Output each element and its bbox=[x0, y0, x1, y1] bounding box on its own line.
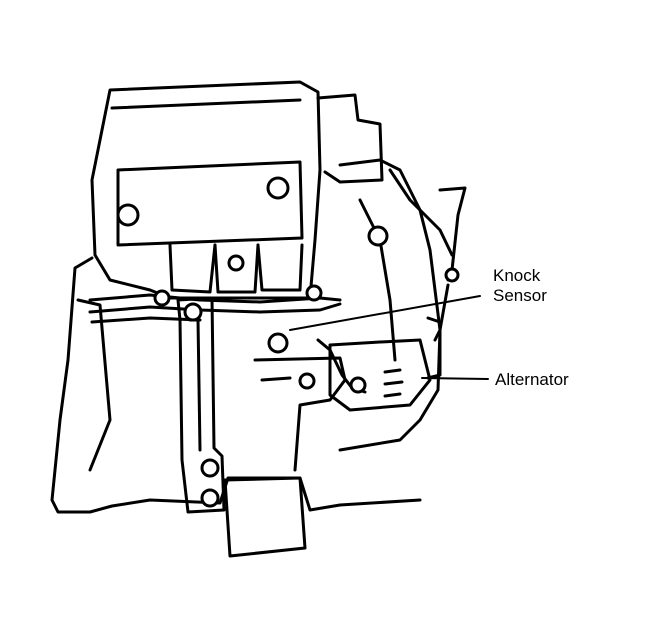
upper-housing-ridge bbox=[110, 98, 302, 110]
alternator-label: Alternator bbox=[495, 370, 569, 389]
wire-harness bbox=[88, 293, 342, 304]
knock-sensor-label-line2: Sensor bbox=[493, 286, 547, 305]
housing-lobe-3 bbox=[256, 243, 304, 292]
bolt-middle bbox=[298, 372, 316, 390]
bolt-housing-right bbox=[266, 176, 290, 200]
bolt-harness-left bbox=[153, 289, 171, 307]
bolt-strap-top bbox=[183, 302, 203, 322]
side-bracket bbox=[316, 93, 384, 184]
bolt-housing-center bbox=[227, 254, 245, 272]
dipstick-line bbox=[388, 168, 454, 257]
middle-block-edge bbox=[260, 376, 292, 382]
bolt-right-housing bbox=[367, 225, 389, 247]
bolt-strap-lower bbox=[200, 458, 220, 478]
knock-sensor-label: Knock Sensor bbox=[493, 266, 547, 306]
bolt-alternator bbox=[349, 376, 367, 394]
mount-strap bbox=[176, 296, 226, 514]
engine-block-outline bbox=[50, 256, 422, 514]
knock-sensor-icon bbox=[267, 332, 289, 354]
alternator-leader-line bbox=[421, 377, 489, 380]
wire-harness-lower bbox=[88, 302, 342, 314]
knock-sensor-leader-line bbox=[289, 295, 481, 331]
mount-strap-inner bbox=[188, 318, 202, 452]
housing-lobe-2 bbox=[213, 243, 260, 294]
wire-harness-bottom bbox=[90, 316, 202, 324]
bolt-harness-right bbox=[305, 284, 323, 302]
upper-housing bbox=[90, 80, 322, 300]
dipstick-clip bbox=[444, 267, 460, 283]
alternator-pulley bbox=[426, 316, 442, 380]
alternator-fins bbox=[383, 368, 404, 398]
middle-block bbox=[253, 356, 347, 472]
knock-sensor-label-line1: Knock bbox=[493, 266, 541, 285]
engine-block-left-rib bbox=[76, 298, 112, 472]
housing-lobe-1 bbox=[168, 243, 217, 294]
bolt-housing-left bbox=[116, 203, 140, 227]
lower-bracket bbox=[223, 476, 307, 558]
alternator-body bbox=[328, 338, 432, 412]
upper-housing-lower-panel bbox=[116, 160, 304, 247]
dipstick-tube bbox=[438, 186, 467, 282]
right-housing-inner bbox=[358, 198, 397, 362]
right-housing bbox=[338, 158, 442, 452]
bolt-strap-bottom bbox=[200, 488, 220, 508]
